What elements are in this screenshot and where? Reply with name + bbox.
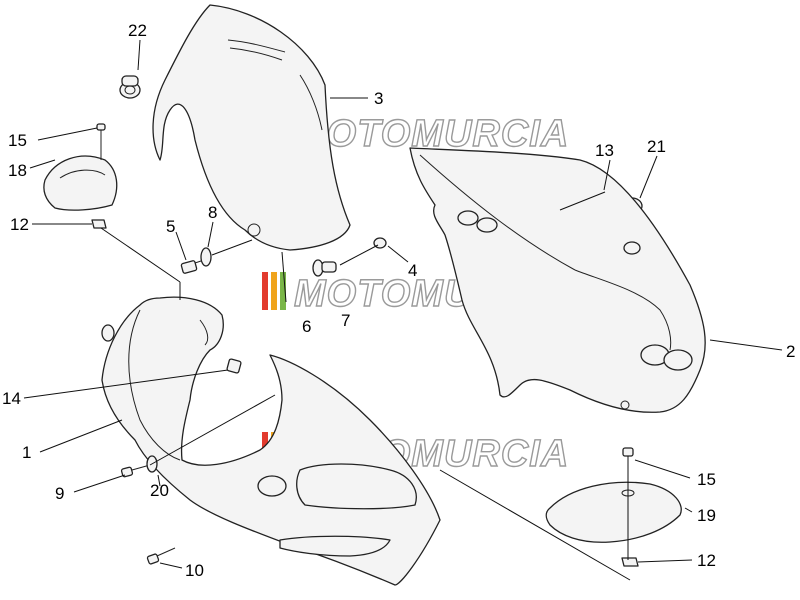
callout-15-top: 15 bbox=[8, 131, 27, 150]
callout-4: 4 bbox=[408, 261, 417, 280]
part-3-rear-cover bbox=[152, 4, 351, 251]
callout-12-top: 12 bbox=[10, 215, 29, 234]
callout-15-bottom: 15 bbox=[697, 470, 716, 489]
watermark-top: MOTOMURCIA bbox=[262, 112, 569, 156]
callout-14: 14 bbox=[2, 389, 21, 408]
callout-6: 6 bbox=[302, 317, 311, 336]
callout-13: 13 bbox=[595, 141, 614, 160]
part-18-cover-plate bbox=[43, 155, 118, 211]
callout-labels: 22 3 15 18 12 5 8 13 21 4 6 7 2 14 1 9 2… bbox=[2, 21, 795, 580]
part-12-clip-bottom bbox=[621, 557, 639, 567]
part-1-leg-shield bbox=[101, 296, 441, 586]
watermark-text: MOTOMURCIA bbox=[294, 113, 569, 155]
callout-leaders bbox=[23, 39, 783, 569]
assembly-lines bbox=[100, 191, 631, 581]
callout-7: 7 bbox=[341, 311, 350, 330]
callout-3: 3 bbox=[374, 89, 383, 108]
part-8-washer bbox=[200, 247, 212, 267]
part-19-cover-plate bbox=[545, 481, 682, 543]
callout-20: 20 bbox=[150, 481, 169, 500]
callout-10: 10 bbox=[185, 561, 204, 580]
callout-8: 8 bbox=[208, 203, 217, 222]
part-22-grommet bbox=[119, 75, 141, 99]
callout-18: 18 bbox=[8, 161, 27, 180]
callout-2: 2 bbox=[786, 342, 795, 361]
callout-9: 9 bbox=[55, 484, 64, 503]
part-2-front-cover bbox=[409, 147, 706, 413]
part-12-clip-top bbox=[91, 219, 107, 229]
part-15-screw-top bbox=[96, 123, 106, 160]
part-5-bolt bbox=[180, 257, 211, 274]
callout-22: 22 bbox=[128, 21, 147, 40]
callout-21: 21 bbox=[647, 137, 666, 156]
callout-19: 19 bbox=[697, 506, 716, 525]
part-9-screw bbox=[120, 464, 151, 478]
callout-12-bottom: 12 bbox=[697, 551, 716, 570]
part-14-clip bbox=[226, 358, 242, 374]
callout-1: 1 bbox=[22, 443, 31, 462]
callout-5: 5 bbox=[166, 217, 175, 236]
part-10-screw bbox=[146, 547, 176, 565]
